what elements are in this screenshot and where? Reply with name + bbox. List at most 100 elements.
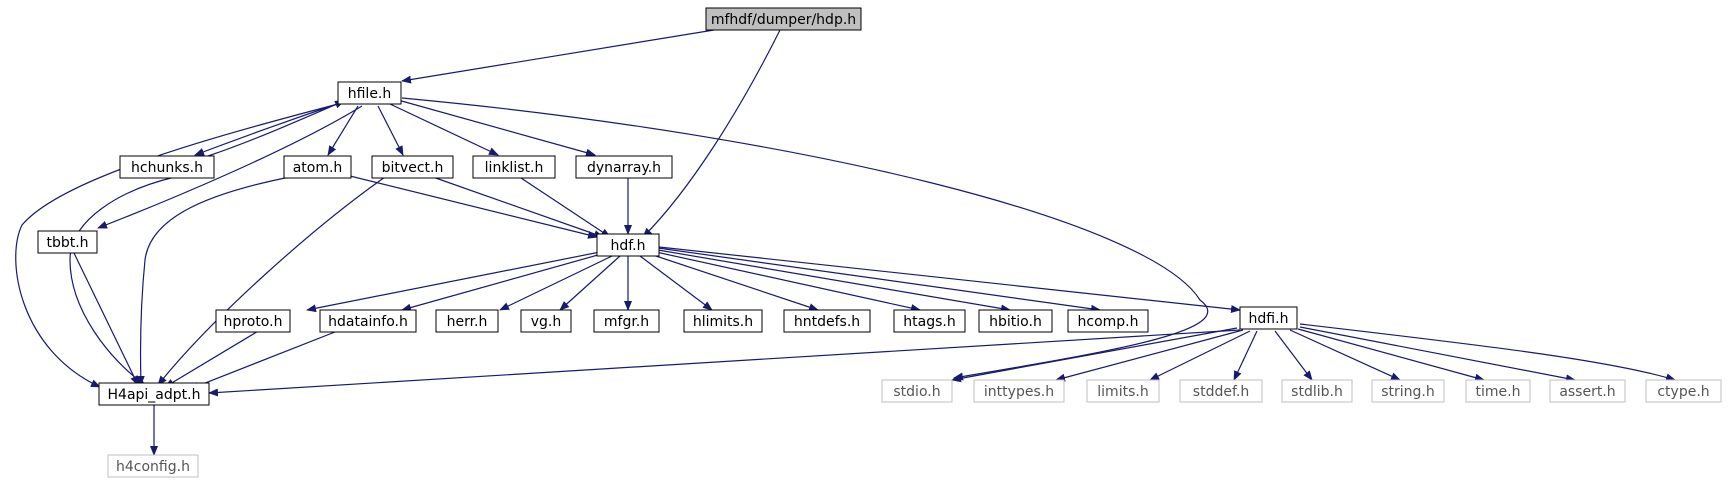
node-label: atom.h xyxy=(293,160,343,176)
edge-hdf-hntdefs xyxy=(649,253,819,311)
edge-hdf-herr xyxy=(499,255,613,311)
edge-hdp-hdf xyxy=(642,29,781,238)
edge-hdfi-inttypes xyxy=(1055,329,1244,382)
node-label: hbitio.h xyxy=(989,314,1042,330)
edge-hfile-dynarray xyxy=(397,99,596,157)
node-mfgr[interactable]: mfgr.h xyxy=(593,309,660,333)
node-vg[interactable]: vg.h xyxy=(520,309,572,333)
node-stddef[interactable]: stddef.h xyxy=(1179,379,1263,403)
edge-atom-h4api xyxy=(136,176,291,386)
node-hlimits[interactable]: hlimits.h xyxy=(683,309,763,333)
node-hntdefs[interactable]: hntdefs.h xyxy=(783,309,871,333)
edge-hdf-hproto xyxy=(306,251,601,313)
edge-hdfi-limits xyxy=(1149,330,1251,381)
node-label: hdf.h xyxy=(611,238,646,254)
node-label: ctype.h xyxy=(1657,384,1709,400)
node-label: stddef.h xyxy=(1193,384,1249,400)
node-inttypes[interactable]: inttypes.h xyxy=(973,379,1065,403)
edge-hdfi-string xyxy=(1289,329,1401,381)
node-label: linklist.h xyxy=(485,160,544,176)
node-label: bitvect.h xyxy=(382,160,444,176)
edge-hfile-h4api xyxy=(15,102,343,388)
node-label: hntdefs.h xyxy=(794,314,860,330)
node-hdp[interactable]: mfhdf/dumper/hdp.h xyxy=(705,7,862,31)
edge-hdf-hlimits xyxy=(639,255,713,311)
node-hbitio[interactable]: hbitio.h xyxy=(978,309,1053,333)
node-label: hdfi.h xyxy=(1249,311,1289,327)
node-label: htags.h xyxy=(903,314,955,330)
edge-hdf-vg xyxy=(559,255,621,311)
edge-bitvect-hdf xyxy=(429,175,604,238)
node-hfile[interactable]: hfile.h xyxy=(337,81,402,105)
edge-hchunks-hfile xyxy=(207,100,345,157)
node-bitvect[interactable]: bitvect.h xyxy=(371,155,454,179)
node-linklist[interactable]: linklist.h xyxy=(472,155,556,179)
node-label: tbbt.h xyxy=(46,235,88,251)
edge-hdf-hdatainfo xyxy=(401,252,606,312)
node-hdf[interactable]: hdf.h xyxy=(596,233,660,257)
edge-bitvect-h4api xyxy=(157,176,386,386)
edge-hfile-bitvect xyxy=(377,105,404,156)
node-label: vg.h xyxy=(531,314,562,330)
node-stdio[interactable]: stdio.h xyxy=(881,379,953,403)
edge-hdatainfo-h4api xyxy=(189,329,341,390)
edge-hdf-hdfi xyxy=(658,246,1241,314)
edge-hdfi-h4api xyxy=(208,329,1241,397)
edge-hchunks-h4api xyxy=(69,176,176,386)
node-string[interactable]: string.h xyxy=(1371,379,1445,403)
node-label: herr.h xyxy=(447,314,488,330)
node-label: hlimits.h xyxy=(693,314,753,330)
node-label: h4config.h xyxy=(116,459,190,475)
edge-hproto-h4api xyxy=(164,329,261,388)
edge-hdfi-stdio xyxy=(951,327,1238,383)
node-herr[interactable]: herr.h xyxy=(435,309,499,333)
node-tbbt[interactable]: tbbt.h xyxy=(37,230,98,254)
edge-tbbt-h4api xyxy=(72,250,139,386)
node-label: hproto.h xyxy=(224,314,283,330)
node-h4config[interactable]: h4config.h xyxy=(107,454,199,478)
edge-hdfi-ctype xyxy=(1299,323,1676,382)
node-time[interactable]: time.h xyxy=(1465,379,1531,403)
node-hchunks[interactable]: hchunks.h xyxy=(119,155,215,179)
edge-hdfi-stddef xyxy=(1233,330,1258,381)
node-label: stdio.h xyxy=(893,384,940,400)
node-hproto[interactable]: hproto.h xyxy=(215,309,291,333)
edge-hfile-hchunks xyxy=(194,101,344,156)
node-label: time.h xyxy=(1476,384,1521,400)
edge-linklist-hdf xyxy=(517,175,611,238)
node-hcomp[interactable]: hcomp.h xyxy=(1067,309,1149,333)
edge-hdfi-assert xyxy=(1299,326,1576,383)
node-assert[interactable]: assert.h xyxy=(1549,379,1626,403)
node-label: inttypes.h xyxy=(984,384,1054,400)
node-label: H4api_adpt.h xyxy=(108,387,201,403)
node-ctype[interactable]: ctype.h xyxy=(1645,379,1722,403)
node-atom[interactable]: atom.h xyxy=(283,155,352,179)
edge-hfile-linklist xyxy=(389,103,499,156)
node-h4api[interactable]: H4api_adpt.h xyxy=(98,382,210,406)
edges xyxy=(15,29,1676,456)
node-label: hcomp.h xyxy=(1078,314,1139,330)
node-label: hchunks.h xyxy=(131,160,203,176)
node-hdatainfo[interactable]: hdatainfo.h xyxy=(319,309,417,333)
node-label: stdlib.h xyxy=(1291,384,1343,400)
edge-hfile-atom xyxy=(327,105,359,156)
node-dynarray[interactable]: dynarray.h xyxy=(575,155,673,179)
edge-hdp-hfile xyxy=(401,29,715,84)
edge-hdf-hbitio xyxy=(657,249,1011,313)
node-label: hdatainfo.h xyxy=(328,314,408,330)
node-label: assert.h xyxy=(1559,384,1615,400)
edge-hdf-hcomp xyxy=(657,247,1101,313)
edge-hfile-stdio xyxy=(401,97,1209,381)
node-label: limits.h xyxy=(1097,384,1148,400)
node-hdfi[interactable]: hdfi.h xyxy=(1239,306,1298,330)
node-label: mfhdf/dumper/hdp.h xyxy=(711,12,856,28)
node-htags[interactable]: htags.h xyxy=(893,309,966,333)
node-limits[interactable]: limits.h xyxy=(1086,379,1160,403)
node-label: string.h xyxy=(1381,384,1435,400)
node-label: mfgr.h xyxy=(604,314,649,330)
node-label: hfile.h xyxy=(348,86,392,102)
node-label: dynarray.h xyxy=(587,160,661,176)
edge-atom-hdf xyxy=(349,175,598,239)
node-stdlib[interactable]: stdlib.h xyxy=(1281,379,1353,403)
